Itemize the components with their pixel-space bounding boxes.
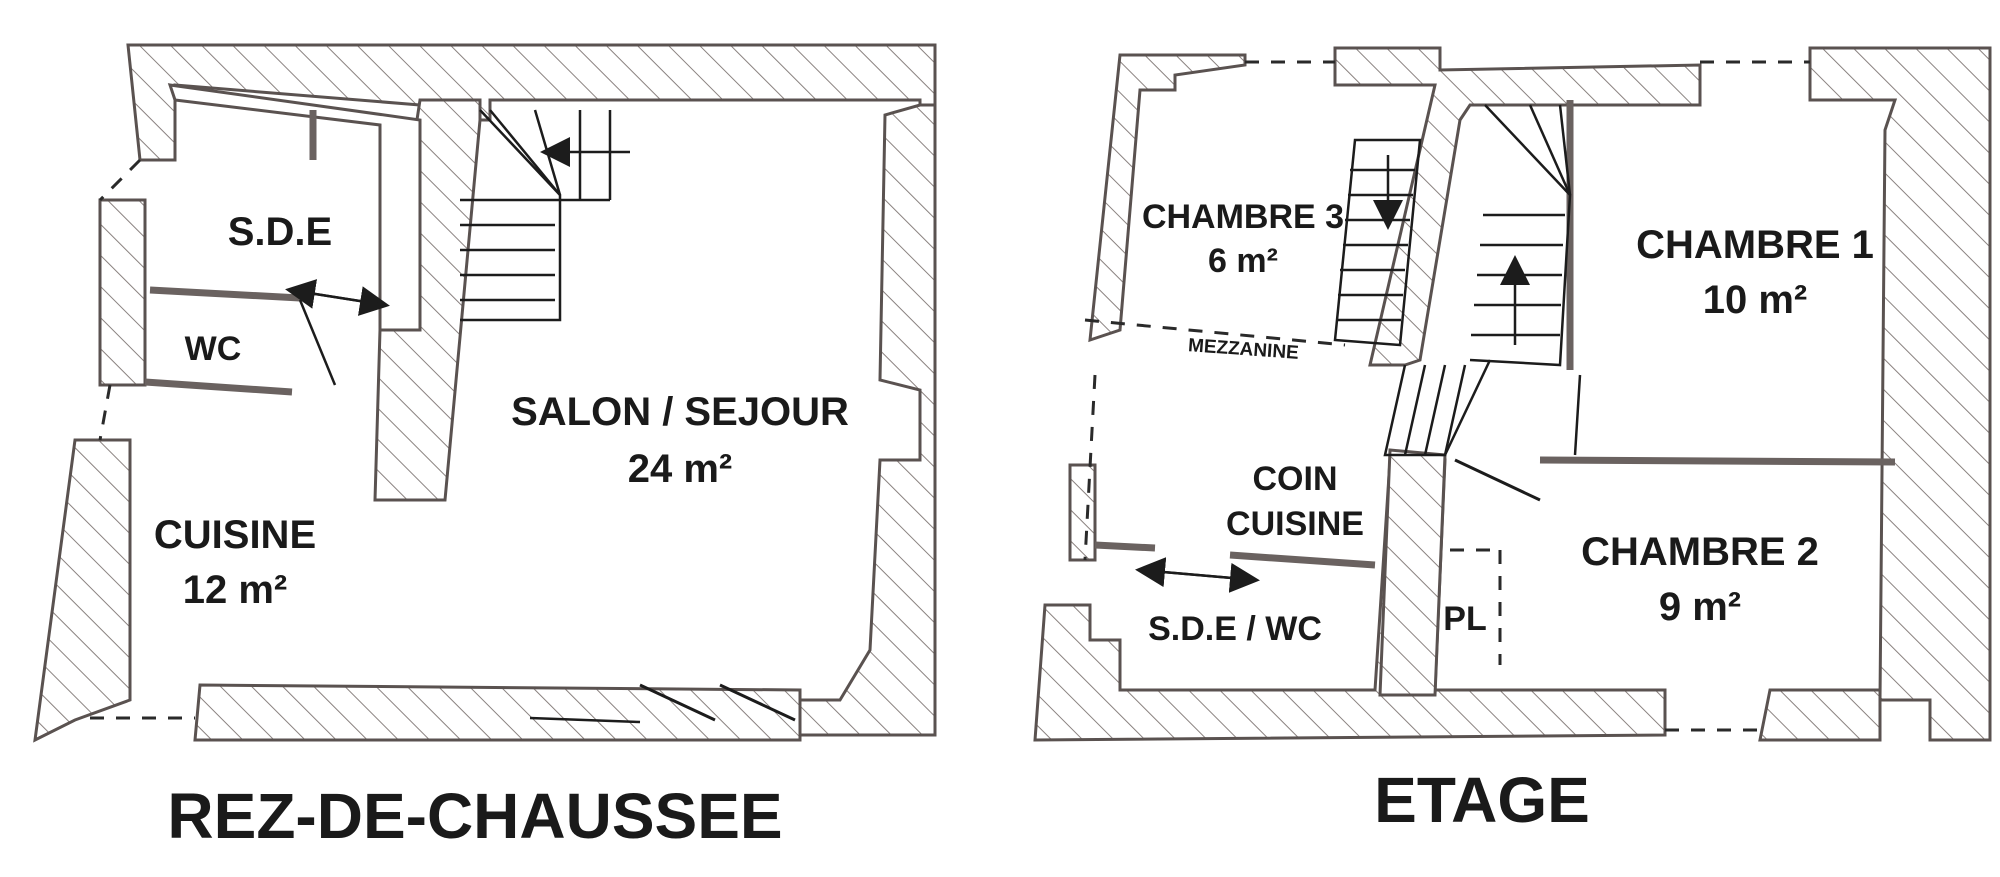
upper-staircase-left — [1333, 138, 1422, 347]
ground-sde-partition — [167, 83, 422, 332]
label-salon: SALON / SEJOUR — [511, 390, 849, 434]
ground-bottom-wall — [193, 683, 802, 742]
label-pl: PL — [1443, 600, 1486, 638]
title-upper-floor: ETAGE — [1374, 764, 1590, 836]
label-chambre2: CHAMBRE 2 — [1581, 530, 1819, 574]
ground-right-wall — [798, 103, 937, 737]
label-coin: COIN — [1253, 460, 1338, 498]
label-salon-area: 24 m² — [628, 447, 733, 491]
label-chambre2-area: 9 m² — [1659, 585, 1741, 629]
label-mezzanine: MEZZANINE — [1187, 335, 1299, 364]
ground-left-wall-upper — [98, 198, 147, 387]
label-sde: S.D.E — [228, 210, 332, 254]
label-chambre3: CHAMBRE 3 — [1142, 198, 1344, 236]
label-chambre1: CHAMBRE 1 — [1636, 223, 1874, 267]
upper-bottom-wall-right — [1758, 688, 1882, 742]
ground-floor-plan — [33, 43, 937, 743]
label-cuisine: CUISINE — [154, 513, 316, 557]
upper-staircase-right — [1469, 104, 1572, 367]
upper-floor-plan — [1033, 46, 1992, 742]
label-wc: WC — [185, 330, 242, 368]
label-cuisine-area: 12 m² — [183, 568, 288, 612]
label-chambre1-area: 10 m² — [1703, 278, 1808, 322]
upper-top-wall-right — [1808, 46, 1992, 742]
label-cuisine-upper: CUISINE — [1226, 505, 1364, 543]
ground-staircase — [460, 109, 630, 322]
upper-center-wall — [1378, 448, 1447, 697]
upper-left-wall-lower — [1068, 463, 1097, 562]
upper-top-wall-mid — [1333, 46, 1702, 367]
label-chambre3-area: 6 m² — [1208, 242, 1278, 280]
title-ground-floor: REZ-DE-CHAUSSEE — [167, 780, 782, 852]
upper-top-wall-left — [1088, 53, 1247, 343]
upper-bottom-wall — [1033, 458, 1667, 742]
label-sde-wc: S.D.E / WC — [1148, 610, 1322, 648]
ground-left-wall-lower — [33, 438, 132, 743]
